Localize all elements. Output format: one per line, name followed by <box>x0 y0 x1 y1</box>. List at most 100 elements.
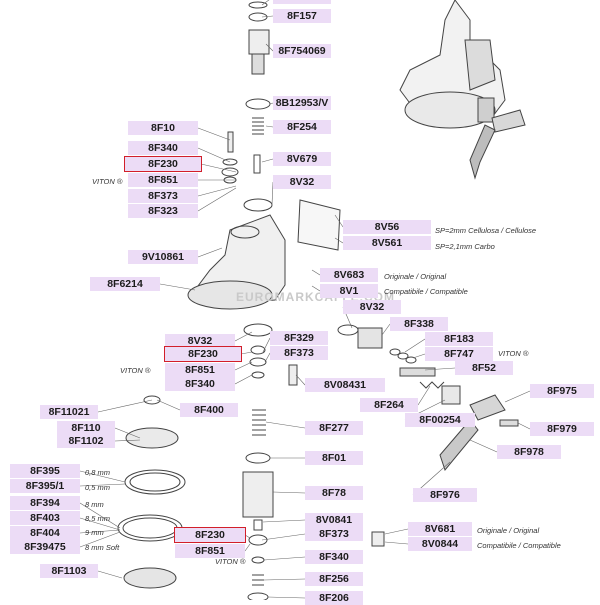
part-label-8f400: 8F400 <box>180 403 238 417</box>
part-note: SP=2mm Cellulosa / Cellulose <box>435 226 537 235</box>
part-label-8v56: 8V56 <box>343 220 431 234</box>
leader-line <box>197 127 231 141</box>
leader-line <box>261 533 306 541</box>
leader-line <box>261 0 270 6</box>
leader-line <box>114 439 141 442</box>
part-note: VITON ® <box>92 177 123 186</box>
part-note: Originale / Original <box>384 272 447 281</box>
part-label-8v681: 8V681 <box>408 522 472 536</box>
leader-line <box>272 491 306 494</box>
part-label-8f01: 8F01 <box>305 451 363 465</box>
leader-line <box>265 421 306 429</box>
part-label-8f978: 8F978 <box>497 445 561 459</box>
leader-line <box>517 422 531 430</box>
leader-line <box>79 470 126 483</box>
part-note: 8,5 mm <box>85 514 111 523</box>
part-label-8f754069: 8F754069 <box>273 44 331 58</box>
group-assembly-illustration <box>399 0 526 180</box>
leader-line <box>412 353 426 359</box>
part-label-8f395: 8F395 <box>10 464 80 478</box>
leader-line <box>263 578 306 581</box>
leader-line <box>79 517 121 531</box>
leader-line <box>311 269 321 276</box>
part-label-8f976: 8F976 <box>413 488 477 502</box>
part-label-8f11021: 8F11021 <box>40 405 98 419</box>
leader-line <box>404 338 426 353</box>
leader-line <box>79 502 121 529</box>
lever-assembly-illustration <box>337 324 519 472</box>
part-label-8f277: 8F277 <box>305 421 363 435</box>
leader-line <box>114 427 141 439</box>
part-note: Compatibile / Compatible <box>384 287 468 296</box>
leader-line <box>156 399 181 411</box>
leader-line <box>334 214 344 228</box>
leader-line <box>234 374 253 385</box>
leader-line <box>79 531 121 548</box>
leader-line <box>504 390 531 403</box>
leader-line <box>240 351 253 355</box>
part-label-8f6214: 8F6214 <box>90 277 160 291</box>
part-label-8f404: 8F404 <box>10 526 80 540</box>
upper-valve-stack <box>221 1 273 212</box>
part-label-8f230: 8F230 <box>124 156 202 172</box>
leader-line <box>197 185 237 197</box>
part-label-8f395-1: 8F395/1 <box>10 479 80 493</box>
leader-line <box>381 323 391 336</box>
part-label-8b12953-v: 8B12953/V <box>273 96 331 110</box>
leader-line <box>262 519 306 523</box>
part-label-8f340: 8F340 <box>165 377 235 391</box>
filter-and-gasket-illustration <box>117 395 186 589</box>
part-label-8f10: 8F10 <box>128 121 198 135</box>
leader-line <box>79 483 126 487</box>
leader-line <box>261 15 274 18</box>
part-note: VITON ® <box>215 557 246 566</box>
part-label-8f230: 8F230 <box>164 346 242 362</box>
part-label-8f00254: 8F00254 <box>405 413 475 427</box>
leader-line <box>265 125 274 128</box>
part-label-8f157: 8F157 <box>273 9 331 23</box>
part-label-8f323: 8F323 <box>128 204 198 218</box>
part-label-8f747: 8F747 <box>425 347 493 361</box>
part-label-8f851: 8F851 <box>128 173 198 187</box>
leader-line <box>311 285 321 292</box>
leader-line <box>269 102 274 105</box>
leader-lines <box>79 0 531 599</box>
part-label-8f39475: 8F39475 <box>10 540 80 554</box>
part-label-8f373: 8F373 <box>305 527 363 541</box>
leader-line <box>234 361 253 371</box>
leader-line <box>244 534 251 539</box>
part-label-8f851: 8F851 <box>165 363 235 377</box>
leader-line <box>234 331 253 342</box>
leader-line <box>469 439 498 453</box>
part-label-8f110: 8F110 <box>57 421 115 435</box>
part-label-8v32: 8V32 <box>273 175 331 189</box>
lower-column-illustration <box>242 323 385 600</box>
part-label-8f329: 8F329 <box>270 331 328 345</box>
leader-line <box>271 181 274 206</box>
part-label-8f1102: 8F1102 <box>57 434 115 448</box>
group-body-illustration <box>187 199 341 310</box>
leader-line <box>264 352 271 363</box>
leader-line <box>200 163 237 173</box>
leader-line <box>262 337 271 353</box>
leader-line <box>197 247 223 258</box>
part-label-8v1: 8V1 <box>320 284 378 298</box>
part-label-8v32: 8V32 <box>343 300 401 314</box>
leader-line <box>384 528 409 535</box>
part-label-8f52: 8F52 <box>455 361 513 375</box>
part-label-8v0844: 8V0844 <box>408 537 472 551</box>
part-note: 0,5 mm <box>85 483 111 492</box>
leader-line <box>267 596 306 599</box>
part-label-8f338: 8F338 <box>390 317 448 331</box>
part-label-8f183: 8F183 <box>425 332 493 346</box>
leader-line <box>197 147 231 163</box>
part-label-8f975: 8F975 <box>530 384 594 398</box>
part-label-8f373: 8F373 <box>270 346 328 360</box>
part-label-8f340: 8F340 <box>305 550 363 564</box>
part-note: VITON ® <box>498 349 529 358</box>
leader-line <box>424 367 456 371</box>
part-note: SP=2,1mm Carbo <box>435 242 495 251</box>
leader-line <box>417 385 431 406</box>
part-note: 9 mm <box>85 528 104 537</box>
